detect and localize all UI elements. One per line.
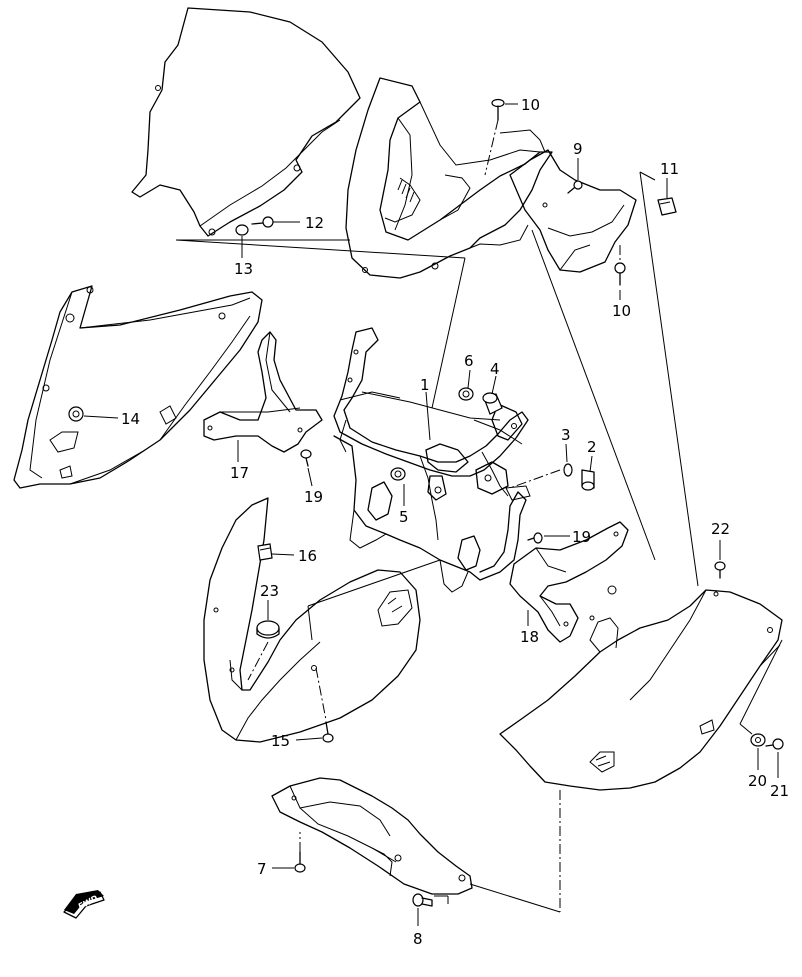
- grommet-20: [750, 733, 766, 747]
- part-label-18: 18: [520, 628, 539, 646]
- part-label-23: 23: [260, 582, 279, 600]
- part-label-2: 2: [587, 438, 597, 456]
- collar-6: [458, 387, 474, 401]
- grommet-14: [68, 406, 84, 422]
- part-label-13: 13: [234, 260, 253, 278]
- screw-21: [765, 738, 784, 750]
- part-label-22: 22: [711, 520, 730, 538]
- screw-7: [294, 851, 306, 873]
- fwd-direction-badge: FWD: [63, 890, 105, 919]
- cowling-stay-frame: [333, 327, 531, 593]
- windscreen: [131, 7, 361, 237]
- lower-right-cowl: [499, 585, 783, 791]
- arrow-forward-left-icon: [64, 890, 104, 914]
- screw-10-lower: [614, 262, 626, 286]
- nut-16: [257, 543, 273, 561]
- part-label-20: 20: [748, 772, 767, 790]
- washer-3: [563, 463, 573, 477]
- clip-11: [657, 197, 677, 216]
- grommet-23: [256, 620, 280, 639]
- bolt-2: [581, 469, 595, 491]
- part-label-4: 4: [490, 360, 500, 378]
- part-label-12: 12: [305, 214, 324, 232]
- screw-10-upper: [491, 98, 505, 121]
- upper-side-cowl: [13, 285, 263, 489]
- screw-12: [251, 216, 274, 228]
- part-label-6: 6: [464, 352, 474, 370]
- inner-upper-cowl: [345, 77, 553, 279]
- under-cowl: [271, 777, 473, 895]
- cushion-4: [482, 392, 503, 415]
- grommet-13: [235, 224, 249, 236]
- part-label-9: 9: [573, 140, 583, 158]
- part-label-17: 17: [230, 464, 249, 482]
- part-label-7: 7: [257, 860, 267, 878]
- screw-15: [322, 721, 334, 743]
- part-label-19b: 19: [572, 528, 591, 546]
- part-label-21: 21: [770, 782, 789, 800]
- part-label-11: 11: [660, 160, 679, 178]
- part-label-3: 3: [561, 426, 571, 444]
- part-label-8: 8: [413, 930, 423, 948]
- screw-19-right: [527, 532, 543, 544]
- part-label-10a: 10: [521, 96, 540, 114]
- leader-lines: [83, 103, 779, 926]
- screw-8: [412, 893, 433, 907]
- screw-9: [567, 180, 583, 194]
- part-label-16: 16: [298, 547, 317, 565]
- lower-left-cowl: [203, 497, 421, 743]
- part-label-19a: 19: [304, 488, 323, 506]
- screw-19-left: [300, 449, 312, 467]
- screw-22: [714, 561, 726, 579]
- part-label-14: 14: [121, 410, 140, 428]
- part-number-labels: 1 2 3 4 5 6 7 8 9 10 10 11 12 13 14 15 1…: [121, 96, 789, 948]
- part-label-15: 15: [271, 732, 290, 750]
- air-duct: [509, 149, 637, 273]
- bracket-17: [203, 331, 323, 453]
- bracket-18: [509, 521, 629, 643]
- part-label-5: 5: [399, 508, 409, 526]
- part-label-1: 1: [420, 376, 430, 394]
- collar-5: [390, 467, 406, 481]
- part-label-10b: 10: [612, 302, 631, 320]
